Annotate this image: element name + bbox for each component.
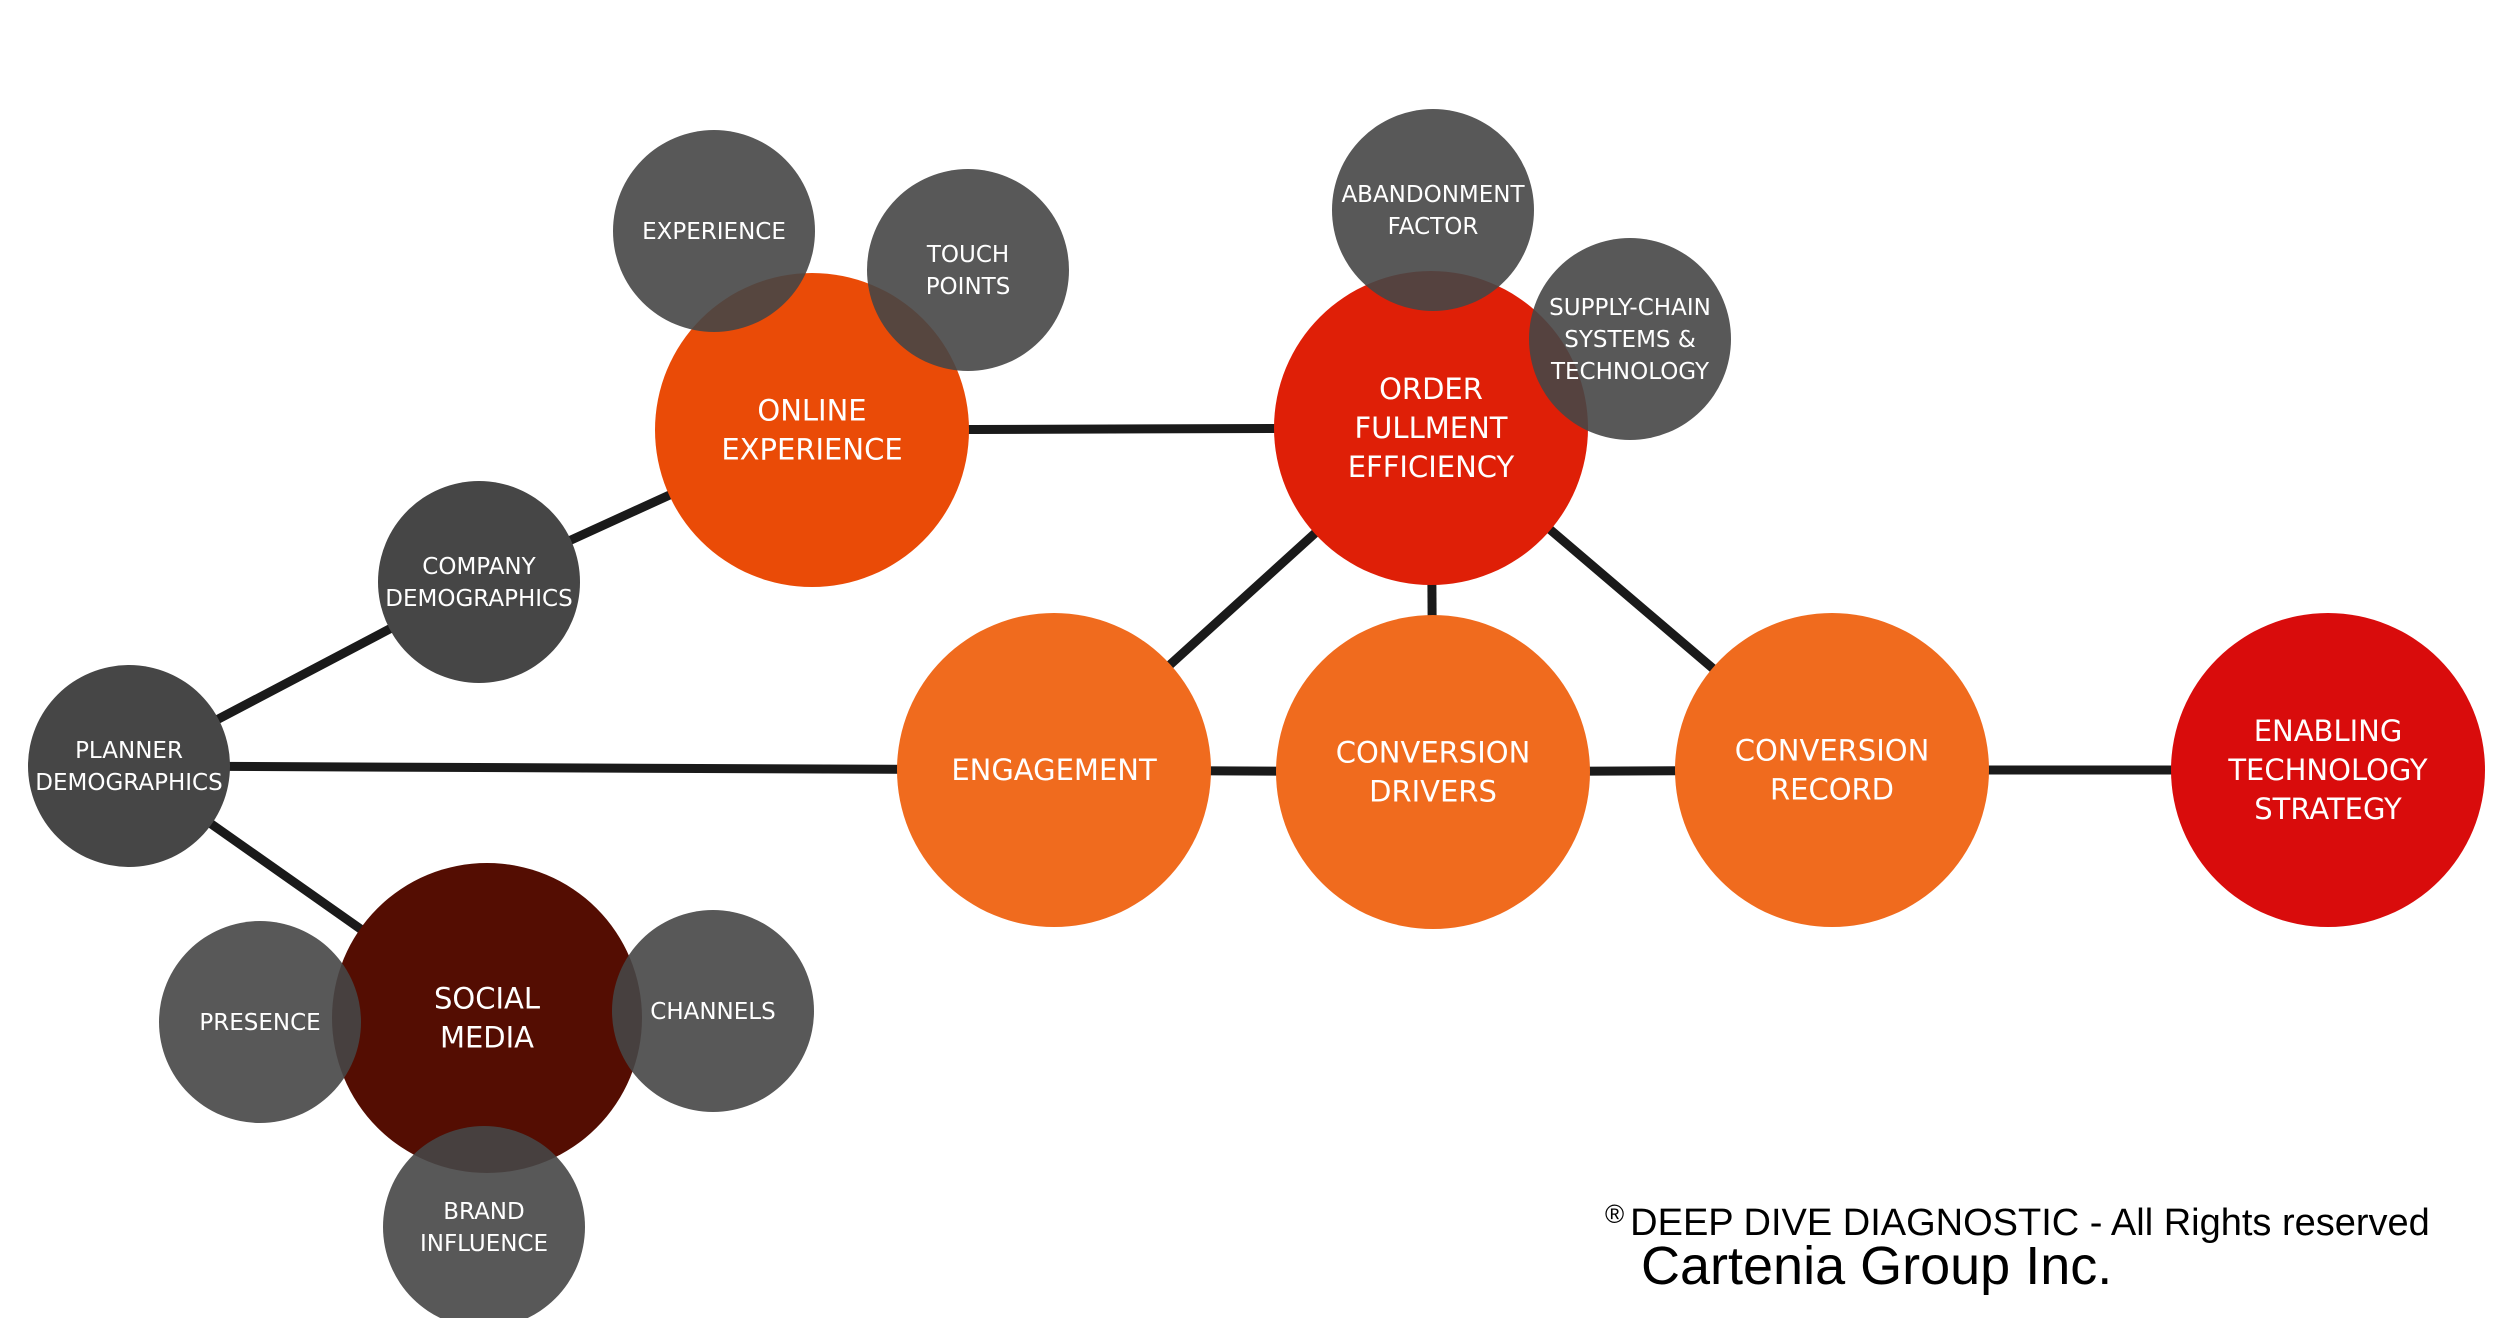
- node-circle-company-demographics: [378, 481, 580, 683]
- node-label-line: ENGAGEMENT: [951, 753, 1157, 787]
- node-circle-planner-demographics: [28, 665, 230, 867]
- node-company-demographics: COMPANY DEMOGRAPHICS: [378, 481, 580, 683]
- node-label-line: SUPPLY-CHAIN: [1549, 295, 1711, 321]
- node-label-line: PLANNER: [75, 738, 183, 764]
- node-label-line: DEMOGRAPHICS: [35, 770, 222, 796]
- node-label-brand-influence: BRAND INFLUENCE: [420, 1199, 548, 1257]
- node-label-line: SYSTEMS &: [1564, 327, 1696, 353]
- node-label-touch-points: TOUCH POINTS: [926, 242, 1011, 300]
- node-label-channels: CHANNELS: [650, 999, 775, 1025]
- node-label-line: MEDIA: [440, 1021, 534, 1055]
- registered-mark: ®: [1605, 1199, 1625, 1229]
- node-label-engagement: ENGAGEMENT: [951, 753, 1157, 787]
- node-label-line: EFFICIENCY: [1348, 450, 1515, 484]
- node-circle-conversion-drivers: [1276, 615, 1590, 929]
- node-label-line: INFLUENCE: [420, 1231, 548, 1257]
- node-label-line: TECHNOLOGY: [2227, 753, 2428, 787]
- node-label-line: CONVERSION: [1735, 734, 1930, 768]
- node-experience: EXPERIENCE: [613, 130, 815, 332]
- node-label-line: EXPERIENCE: [721, 433, 902, 467]
- node-label-line: SOCIAL: [434, 982, 540, 1016]
- node-label-line: PRESENCE: [199, 1010, 320, 1036]
- node-social-media: SOCIAL MEDIA: [332, 863, 642, 1173]
- node-label-line: ABANDONMENT: [1341, 182, 1525, 208]
- rights-text: DEEP DIVE DIAGNOSTIC - All Rights reserv…: [1630, 1202, 2430, 1244]
- node-label-supply-chain: SUPPLY-CHAIN SYSTEMS & TECHNOLOGY: [1549, 295, 1711, 385]
- node-circle-online-experience: [655, 273, 969, 587]
- node-label-line: ORDER: [1379, 372, 1483, 406]
- node-label-line: RECORD: [1770, 773, 1894, 807]
- node-conversion-record: CONVERSION RECORD: [1675, 613, 1989, 927]
- node-label-line: BRAND: [443, 1199, 524, 1225]
- node-label-line: CHANNELS: [650, 999, 775, 1025]
- node-label-line: ENABLING: [2254, 714, 2403, 748]
- node-conversion-drivers: CONVERSION DRIVERS: [1276, 615, 1590, 929]
- node-label-experience: EXPERIENCE: [642, 219, 786, 245]
- node-presence: PRESENCE: [159, 921, 361, 1123]
- node-circle-channels: [612, 910, 814, 1112]
- node-circle-supply-chain: [1529, 238, 1731, 440]
- node-label-abandonment-factor: ABANDONMENT FACTOR: [1341, 182, 1525, 240]
- node-circle-order-fullment-efficiency: [1274, 271, 1588, 585]
- node-label-line: DEMOGRAPHICS: [385, 586, 572, 612]
- node-brand-influence: BRAND INFLUENCE: [383, 1126, 585, 1318]
- node-channels: CHANNELS: [612, 910, 814, 1112]
- node-enabling-technology-strategy: ENABLING TECHNOLOGY STRATEGY: [2171, 613, 2485, 927]
- footer: ®DEEP DIVE DIAGNOSTIC - All Rights reser…: [1605, 1190, 2485, 1310]
- node-label-line: FACTOR: [1388, 214, 1479, 240]
- node-label-planner-demographics: PLANNER DEMOGRAPHICS: [35, 738, 222, 796]
- node-label-line: ONLINE: [757, 394, 866, 428]
- node-circle-touch-points: [867, 169, 1069, 371]
- node-label-conversion-drivers: CONVERSION DRIVERS: [1336, 736, 1531, 809]
- node-circle-engagement: [897, 613, 1211, 927]
- rights-notice: ®DEEP DIVE DIAGNOSTIC - All Rights reser…: [1605, 1190, 2430, 1247]
- node-supply-chain: SUPPLY-CHAIN SYSTEMS & TECHNOLOGY: [1529, 238, 1731, 440]
- node-online-experience: ONLINE EXPERIENCE: [655, 273, 969, 587]
- node-engagement: ENGAGEMENT: [897, 613, 1211, 927]
- node-label-line: POINTS: [926, 274, 1011, 300]
- node-label-line: FULLMENT: [1355, 411, 1508, 445]
- node-label-line: TECHNOLOGY: [1550, 359, 1710, 385]
- node-circle-brand-influence: [383, 1126, 585, 1318]
- node-circle-abandonment-factor: [1332, 109, 1534, 311]
- node-label-company-demographics: COMPANY DEMOGRAPHICS: [385, 554, 572, 612]
- node-abandonment-factor: ABANDONMENT FACTOR: [1332, 109, 1534, 311]
- node-label-line: EXPERIENCE: [642, 219, 786, 245]
- node-order-fullment-efficiency: ORDER FULLMENT EFFICIENCY: [1274, 271, 1588, 585]
- node-label-line: COMPANY: [422, 554, 536, 580]
- node-label-online-experience: ONLINE EXPERIENCE: [721, 394, 902, 467]
- node-label-line: STRATEGY: [2254, 792, 2402, 826]
- diagram-nodes: PLANNER DEMOGRAPHICS COMPANY DEMOGRAPHICS ON…: [28, 109, 2485, 1318]
- node-label-line: TOUCH: [926, 242, 1009, 268]
- node-circle-social-media: [332, 863, 642, 1173]
- node-circle-enabling-technology-strategy: [2171, 613, 2485, 927]
- node-circle-conversion-record: [1675, 613, 1989, 927]
- node-label-enabling-technology-strategy: ENABLING TECHNOLOGY STRATEGY: [2227, 714, 2428, 826]
- node-label-line: CONVERSION: [1336, 736, 1531, 770]
- node-touch-points: TOUCH POINTS: [867, 169, 1069, 371]
- node-label-social-media: SOCIAL MEDIA: [434, 982, 540, 1055]
- company-name: Cartenia Group Inc.: [1641, 1236, 2113, 1296]
- node-label-presence: PRESENCE: [199, 1010, 320, 1036]
- node-circle-experience: [613, 130, 815, 332]
- node-label-order-fullment-efficiency: ORDER FULLMENT EFFICIENCY: [1348, 372, 1515, 484]
- node-label-line: DRIVERS: [1369, 775, 1497, 809]
- node-circle-presence: [159, 921, 361, 1123]
- node-label-conversion-record: CONVERSION RECORD: [1735, 734, 1930, 807]
- node-planner-demographics: PLANNER DEMOGRAPHICS: [28, 665, 230, 867]
